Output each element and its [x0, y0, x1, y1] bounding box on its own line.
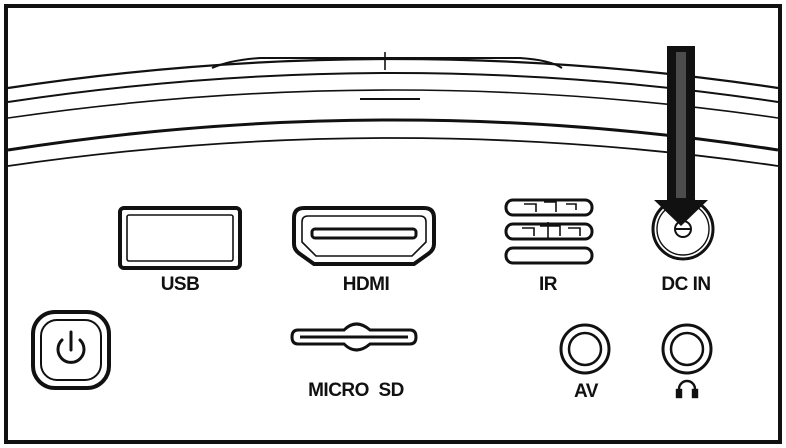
usb-port [118, 206, 242, 270]
dc-in-label: DC IN [661, 274, 710, 295]
hdmi-label: HDMI [343, 274, 390, 295]
power-icon [56, 330, 86, 364]
headphone-icon [675, 379, 699, 399]
hdmi-port [292, 206, 436, 266]
av-jack [559, 323, 611, 375]
micro-sd-label: MICRO SD [308, 380, 404, 401]
micro-sd-slot [290, 322, 418, 352]
av-label: AV [574, 381, 599, 402]
ir-sensor [504, 198, 594, 265]
ir-label: IR [539, 274, 558, 295]
arrow-down-icon [654, 46, 708, 226]
usb-label: USB [161, 274, 200, 295]
dc-in-jack [651, 197, 715, 261]
headphone-jack [661, 323, 713, 375]
power-button [31, 310, 111, 390]
